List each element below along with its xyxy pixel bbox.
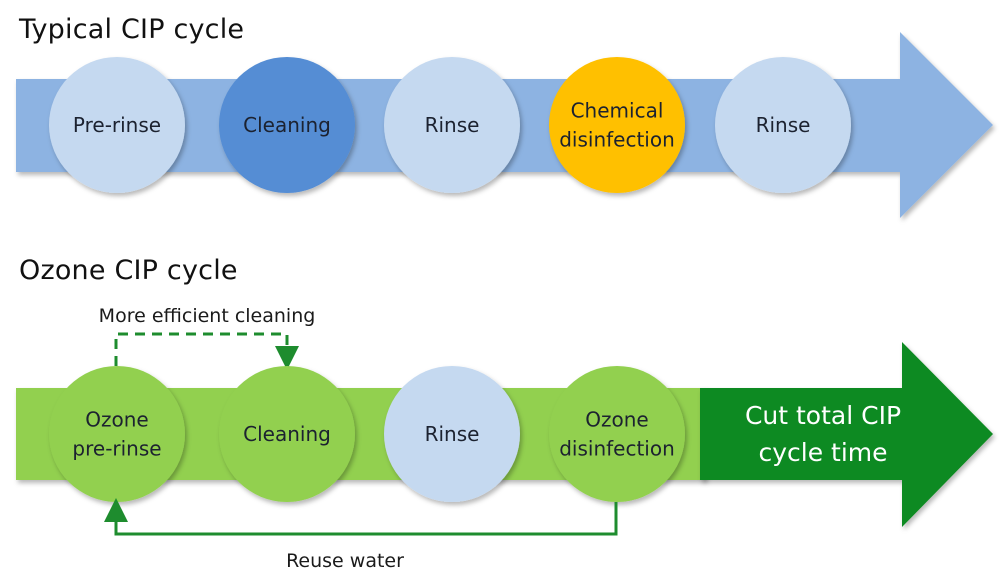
reuse-water-connector: Reuse water [104, 498, 618, 572]
ozone-step-label: Ozone [85, 408, 148, 432]
typical-step-label: Rinse [425, 113, 480, 137]
efficient-cleaning-connector: More efficient cleaning [99, 305, 316, 370]
ozone-step-circle [49, 366, 185, 502]
typical-step-label: Cleaning [243, 113, 331, 137]
typical-step-1: Pre-rinse [49, 57, 185, 193]
ozone-step-label: Rinse [425, 422, 480, 446]
efficient-cleaning-label: More efficient cleaning [99, 305, 316, 327]
typical-cycle-steps: Pre-rinse Cleaning Rinse Chemical disinfecti… [49, 57, 851, 193]
ozone-step-4: Ozone disinfection [549, 366, 685, 502]
typical-step-circle [49, 57, 185, 193]
typical-step-3: Rinse [384, 57, 520, 193]
ozone-cycle-steps: Ozone pre-rinse Cleaning Rinse Ozone disinfec… [49, 366, 685, 502]
ozone-step-circle [219, 366, 355, 502]
ozone-step-3: Rinse [384, 366, 520, 502]
typical-step-label: Rinse [756, 113, 811, 137]
ozone-step-label: disinfection [559, 437, 675, 461]
typical-step-label: Chemical [571, 99, 664, 123]
typical-step-circle [384, 57, 520, 193]
ozone-step-circle [384, 366, 520, 502]
ozone-step-2: Cleaning [219, 366, 355, 502]
typical-cycle-title: Typical CIP cycle [19, 14, 245, 45]
cut-cycle-time-label: Cut total CIP cycle time [745, 401, 901, 467]
typical-step-5: Rinse [715, 57, 851, 193]
result-label-line: cycle time [758, 438, 887, 467]
ozone-step-label: Cleaning [243, 422, 331, 446]
typical-step-circle [549, 57, 685, 193]
typical-step-2: Cleaning [219, 57, 355, 193]
ozone-step-label: pre-rinse [72, 437, 161, 461]
typical-step-label: Pre-rinse [73, 113, 161, 137]
ozone-step-circle [549, 366, 685, 502]
typical-step-circle [219, 57, 355, 193]
ozone-cycle-title: Ozone CIP cycle [19, 255, 238, 286]
ozone-step-label: Ozone [585, 408, 648, 432]
result-label-line: Cut total CIP [745, 401, 901, 430]
typical-step-label: disinfection [559, 128, 675, 152]
typical-step-4: Chemical disinfection [549, 57, 685, 193]
ozone-step-1: Ozone pre-rinse [49, 366, 185, 502]
reuse-water-label: Reuse water [286, 550, 404, 572]
typical-step-circle [715, 57, 851, 193]
